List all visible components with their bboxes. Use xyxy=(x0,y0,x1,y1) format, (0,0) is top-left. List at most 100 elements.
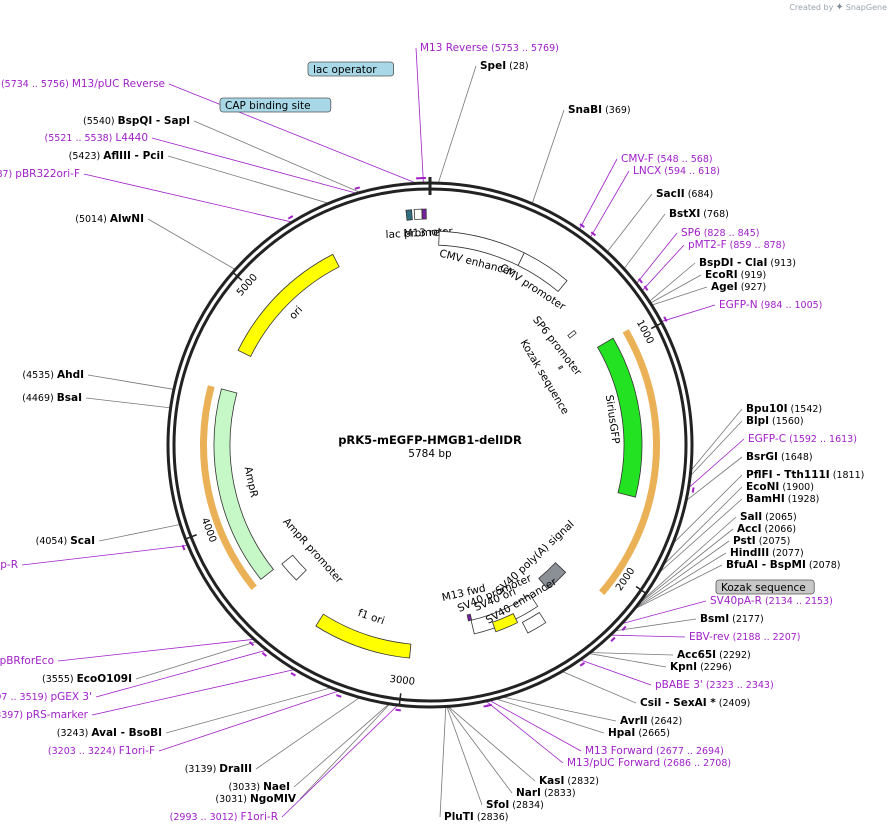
site-leader xyxy=(299,702,392,800)
site-leader xyxy=(499,696,617,722)
site-label: (4054) ScaI xyxy=(36,535,95,547)
site-leader xyxy=(85,397,172,409)
primer-label: (3557 .. 3575) pBRforEco xyxy=(0,655,54,667)
site-leader xyxy=(606,193,653,254)
boxed-label: Kozak sequence xyxy=(721,582,806,594)
site-label: SnaBI (369) xyxy=(568,104,631,116)
primer-leader xyxy=(484,699,564,764)
primer-label: EGFP-C (1592 .. 1613) xyxy=(748,433,857,445)
tick-mark xyxy=(185,534,197,540)
boxed-label-bg xyxy=(715,579,815,595)
site-label: SpeI (28) xyxy=(480,60,529,72)
site-leader xyxy=(689,408,743,473)
site-leader xyxy=(493,697,605,734)
site-label: BamHI (1928) xyxy=(746,493,819,505)
primer-label: M13 Forward (2677 .. 2694) xyxy=(585,745,724,757)
primer-mark xyxy=(261,652,268,657)
site-label: HindIII (2077) xyxy=(730,547,804,559)
feature-ampr xyxy=(213,388,274,580)
primer-label: (3497 .. 3519) pGEX 3' xyxy=(0,691,92,703)
primer-label: pBABE 3' (2323 .. 2343) xyxy=(655,679,774,691)
site-label: (3033) NaeI xyxy=(228,781,290,793)
primer-mark xyxy=(287,215,294,220)
site-leader xyxy=(684,456,743,503)
site-label: BfuAI - BspMI (2078) xyxy=(726,559,840,571)
site-leader xyxy=(649,274,702,304)
tick-mark xyxy=(650,322,663,330)
site-leader xyxy=(633,516,737,608)
primer-label: M13 Reverse (5753 .. 5769) xyxy=(420,42,559,54)
feature-kozak-sequence xyxy=(558,365,564,370)
leader-lines xyxy=(21,47,745,818)
site-leader xyxy=(587,652,667,668)
orange-bands xyxy=(199,329,660,595)
site-label: PstI (2075) xyxy=(733,535,790,547)
site-leader xyxy=(588,652,674,656)
primer-leader xyxy=(91,668,297,716)
orf-band xyxy=(199,385,257,591)
feature-ori xyxy=(237,253,340,358)
feature-cmv-promoter xyxy=(517,252,568,292)
primer-label: EGFP-N (984 .. 1005) xyxy=(719,299,822,311)
primer-mark xyxy=(610,636,616,642)
site-label: PflFI - Tth111I (1811) xyxy=(746,469,864,481)
primer-label: (2993 .. 3012) F1ori-R xyxy=(170,811,278,823)
primer-label: (3203 .. 3224) F1ori-F xyxy=(48,745,155,757)
primer-leader xyxy=(686,438,745,490)
site-leader xyxy=(612,618,697,632)
site-label: (4535) AhdI xyxy=(22,369,84,381)
feature-sv40-promoter xyxy=(470,594,539,635)
site-leader xyxy=(633,528,734,609)
primer-leader xyxy=(608,634,686,638)
feature-sv40-poly-a-signal xyxy=(538,562,567,590)
primer-label: (5521 .. 5538) L4440 xyxy=(45,132,148,144)
site-leader xyxy=(531,109,565,205)
primer-leader xyxy=(578,658,652,686)
site-label: Acc65I (2292) xyxy=(677,649,751,661)
primer-leader xyxy=(158,689,341,752)
site-leader xyxy=(193,120,362,194)
site-label: EcoRI (919) xyxy=(705,269,766,281)
site-label: (3031) NgoMIV xyxy=(215,793,296,805)
feature-siriusgfp xyxy=(597,337,643,498)
primer-label: (5268 .. 5287) pBR322ori-F xyxy=(0,168,80,180)
site-label: SfoI (2834) xyxy=(486,799,544,811)
feature-m13-fwd xyxy=(466,613,473,622)
snapgene-credit: Created by ✦ SnapGene xyxy=(789,2,887,13)
site-leader xyxy=(632,540,730,611)
primer-label: SP6 (828 .. 845) xyxy=(681,227,759,239)
primer-label: LNCX (594 .. 618) xyxy=(633,165,720,177)
primer-leader xyxy=(21,544,190,566)
boxed-label: CAP binding site xyxy=(225,100,311,112)
feature-f1-ori xyxy=(315,613,412,659)
site-leader xyxy=(98,523,182,542)
feature-lac-operator xyxy=(405,209,413,221)
site-label: CsiI - SexAI * (2409) xyxy=(640,697,750,709)
feature-m13-rev xyxy=(421,208,427,220)
credit-prefix: Created by xyxy=(789,3,834,12)
primer-leader xyxy=(281,703,400,818)
site-leader xyxy=(648,262,696,303)
site-label: BsmI (2177) xyxy=(700,613,764,625)
primer-leader xyxy=(660,304,716,323)
site-label: EcoNI (1900) xyxy=(746,481,814,493)
primer-mark xyxy=(621,625,627,631)
primer-leader xyxy=(635,232,678,285)
site-label: (3243) AvaI - BsoBI xyxy=(57,727,162,739)
site-leader xyxy=(560,670,637,704)
primer-mark xyxy=(638,278,643,284)
feature-label: ori xyxy=(287,304,305,322)
primer-label: M13/pUC Forward (2686 .. 2708) xyxy=(567,757,731,769)
site-leader xyxy=(631,564,723,611)
site-label: BspDI - ClaI (913) xyxy=(699,257,796,269)
primer-mark xyxy=(354,186,361,190)
site-leader xyxy=(655,498,743,576)
feature-ampr-promoter xyxy=(281,554,307,581)
primer-leader xyxy=(589,170,630,239)
feature-sv40-enhancer xyxy=(521,611,547,634)
primer-label: (3378 .. 3397) pRS-marker xyxy=(0,709,89,721)
site-leader xyxy=(446,705,513,794)
site-leader xyxy=(659,486,743,569)
site-label: (5423) AflIII - PciI xyxy=(69,150,164,162)
primer-label: SV40pA-R (2134 .. 2153) xyxy=(710,595,833,607)
